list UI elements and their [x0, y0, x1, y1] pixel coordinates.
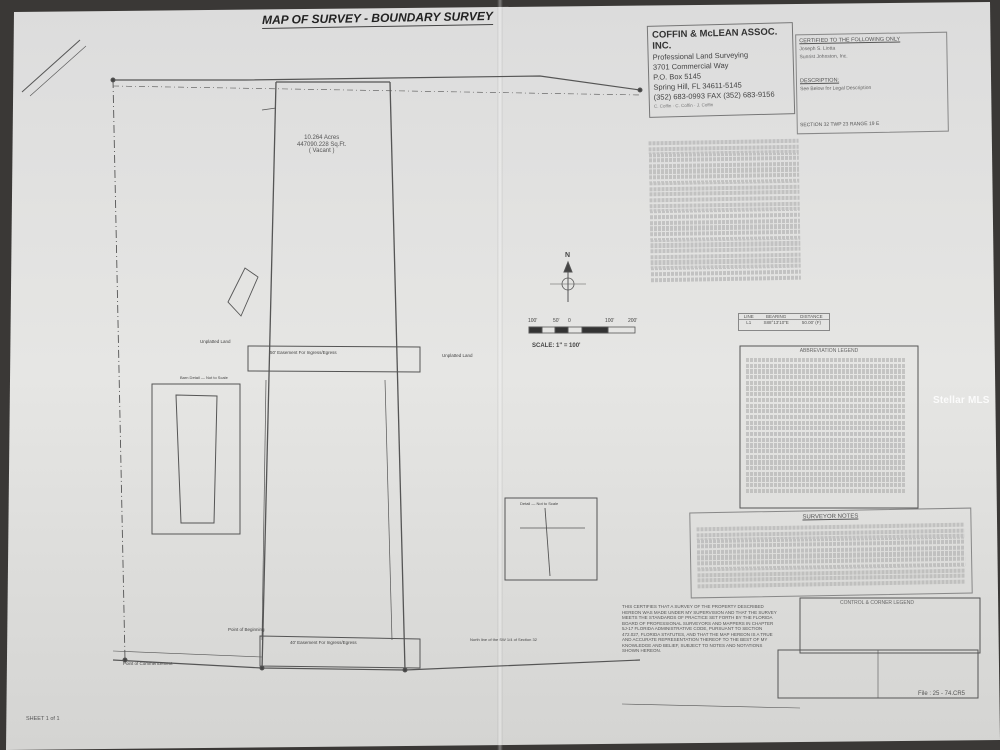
watermark: Stellar MLS	[933, 395, 990, 406]
line-table-header: LINE	[743, 314, 754, 319]
north-arrow-icon	[550, 260, 586, 302]
line-table-header: BEARING	[766, 314, 787, 319]
surveyor-notes-text	[696, 522, 966, 590]
line-table-cell: 50.00' (F)	[801, 320, 821, 325]
acreage-label: 10.264 Acres 447090.228 Sq.Ft. ( Vacant …	[297, 135, 346, 155]
control-legend-box	[799, 597, 981, 654]
signature-line	[621, 703, 801, 709]
scale-tick: 0	[568, 318, 571, 324]
detail-line	[544, 507, 551, 577]
abbreviation-legend-box	[739, 345, 919, 509]
paper-fold	[497, 0, 503, 750]
scale-tick: 100'	[605, 318, 615, 324]
line-table-header: DISTANCE	[800, 314, 823, 319]
line-table-cell: L1	[746, 320, 752, 325]
surveyor-notes-title: SURVEYOR NOTES	[802, 513, 859, 521]
north-line-sw-quarter	[112, 85, 641, 96]
easement-upper-outline	[247, 345, 421, 373]
easement-lower-label: 40' Easement For Ingress/Egress	[290, 640, 357, 645]
unplatted-land-label: Unplatted Land	[442, 353, 473, 358]
unplatted-land-label: Unplatted Land	[200, 339, 231, 344]
sheet-number: SHEET 1 of 1	[26, 716, 60, 722]
certified-name: Sunrist Johnston, Inc.	[799, 53, 848, 61]
point-of-beginning-label: Point of Beginning	[228, 627, 265, 632]
certified-name: Joseph S. Liotta	[799, 45, 836, 53]
corner-monument	[402, 667, 408, 673]
barn-detail-box	[151, 383, 241, 535]
control-legend-title: CONTROL & CORNER LEGEND	[840, 600, 914, 606]
acreage-vacant: ( Vacant )	[308, 148, 335, 155]
parcel-east-line	[389, 81, 406, 671]
file-number: File : 25 - 74.CR5	[918, 691, 966, 697]
abbreviation-legend-title: ABBREVIATION LEGEND	[799, 348, 859, 354]
acreage-acres: 10.264 Acres	[304, 135, 340, 141]
west-section-line	[112, 79, 126, 661]
corner-monument	[110, 77, 116, 83]
scale-bar	[528, 326, 636, 334]
shed-outline	[227, 267, 259, 317]
corner-monument	[259, 665, 265, 671]
parcel-west-line	[261, 81, 277, 671]
barn-outline	[175, 394, 218, 524]
drawn-by: C. Coffin	[675, 102, 693, 109]
company-name: COFFIN & McLEAN ASSOC. INC.	[651, 26, 778, 52]
detail-box	[504, 497, 598, 581]
south-boundary-line	[112, 659, 641, 671]
north-boundary-line	[113, 75, 641, 91]
north-label: N	[565, 252, 571, 259]
easement-upper-label: 50' Easement For Ingress/Egress	[270, 350, 337, 355]
acreage-sqft: 447090.228 Sq.Ft.	[297, 141, 347, 148]
barn-detail-label: Barn Detail — Not to Scale	[180, 375, 228, 380]
certification-paragraph: THIS CERTIFIES THAT A SURVEY OF THE PROP…	[622, 604, 777, 653]
road-line	[21, 39, 81, 93]
north-line-label: North line of the SW 1/4 of Section 32	[470, 637, 537, 642]
company-block: COFFIN & McLEAN ASSOC. INC. Professional…	[646, 22, 796, 118]
description-heading: DESCRIPTION:	[799, 77, 840, 85]
checked-by: J. Coffin	[696, 102, 714, 108]
scale-tick: 200'	[628, 318, 638, 324]
scale-tick: 100'	[528, 318, 538, 324]
corner-monument	[637, 87, 643, 93]
surveyor-notes-box: SURVEYOR NOTES	[689, 507, 973, 599]
commencement-line	[112, 650, 263, 658]
certified-heading: CERTIFIED TO THE FOLLOWING ONLY	[799, 36, 901, 45]
line-table-cell: S88°13'10"E	[763, 320, 789, 325]
point-of-commencement-label: Point of Commencement	[123, 661, 173, 666]
scale-tick: 50'	[553, 318, 560, 324]
line-table: LINE BEARING DISTANCE L1 S88°13'10"E 50.…	[738, 313, 830, 331]
road-line	[29, 45, 87, 97]
description-text: See Below for Legal Description	[800, 85, 872, 93]
fence-line	[384, 379, 393, 641]
parcel-tick	[261, 107, 277, 111]
detail-label: Detail — Not to Scale	[520, 501, 559, 506]
abbreviation-legend: ABBREVIATION LEGEND	[740, 346, 918, 508]
easement-lower-outline	[259, 635, 421, 669]
scale-label: SCALE: 1" = 100'	[532, 343, 581, 349]
party-chief: C. Coffin	[653, 103, 672, 109]
abbreviation-list	[746, 358, 906, 495]
corner-monument	[122, 657, 128, 663]
fence-line	[261, 379, 267, 641]
legal-description-text	[648, 138, 802, 312]
certified-block: CERTIFIED TO THE FOLLOWING ONLY Joseph S…	[795, 31, 949, 135]
